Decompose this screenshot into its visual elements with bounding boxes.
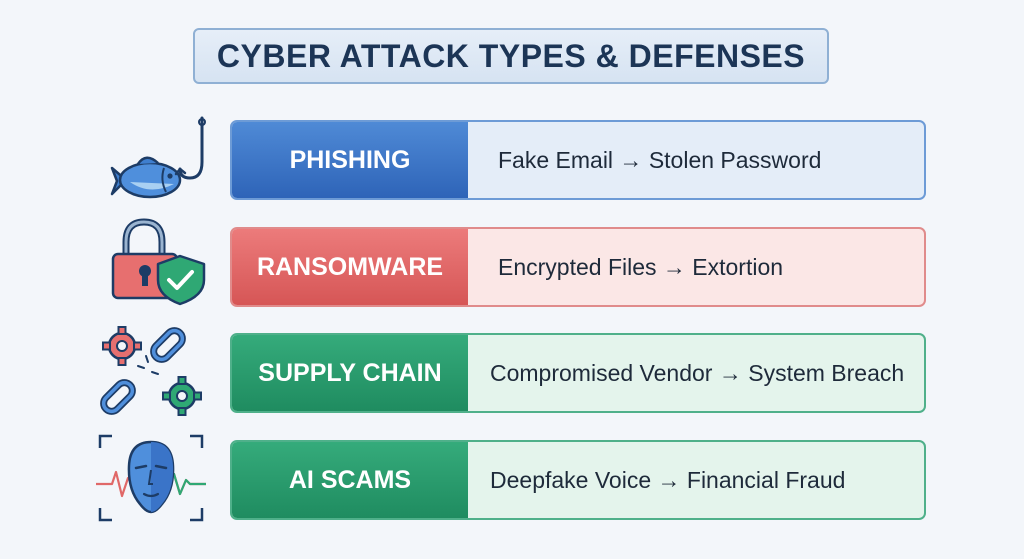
broken-chain-gears-icon bbox=[100, 326, 202, 416]
attack-label: SUPPLY CHAIN bbox=[232, 335, 468, 411]
padlock-shield-icon bbox=[111, 218, 206, 306]
page-title: CYBER ATTACK TYPES & DEFENSES bbox=[216, 37, 806, 74]
attack-description: Fake Email → Stolen Password bbox=[498, 146, 822, 173]
attack-description: Deepfake Voice → Financial Fraud bbox=[490, 466, 846, 493]
attack-label: PHISHING bbox=[232, 122, 468, 198]
attack-label: AI SCAMS bbox=[232, 442, 468, 518]
attack-description: Encrypted Files → Extortion bbox=[498, 253, 784, 280]
attack-description: Compromised Vendor → System Breach bbox=[490, 359, 905, 386]
attack-row-ai-scams: AI SCAMS Deepfake Voice → Financial Frau… bbox=[230, 440, 926, 520]
attack-row-supply-chain: SUPPLY CHAIN Compromised Vendor → System… bbox=[230, 333, 926, 413]
fish-hook-icon bbox=[110, 116, 206, 199]
title-box: CYBER ATTACK TYPES & DEFENSES bbox=[193, 28, 829, 84]
attack-row-ransomware: RANSOMWARE Encrypted Files → Extortion bbox=[230, 227, 926, 307]
attack-row-phishing: PHISHING Fake Email → Stolen Password bbox=[230, 120, 926, 200]
attack-label: RANSOMWARE bbox=[232, 229, 468, 305]
deepfake-face-icon bbox=[96, 434, 206, 522]
